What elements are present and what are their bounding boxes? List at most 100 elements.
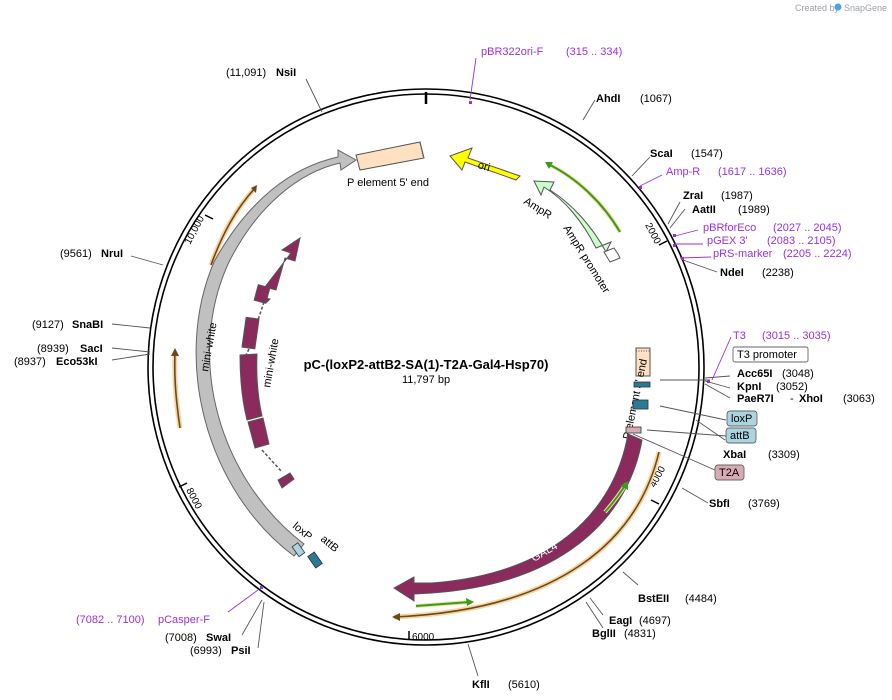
site-position: (2238) [762,267,794,279]
site-bglii[interactable]: BglII (4831) [592,628,656,640]
site-name: XhoI [799,393,823,405]
primer-marks [260,101,710,589]
site-name: Eco53kI [56,356,98,368]
site-name: PaeR7I [737,393,774,405]
site-sbfi[interactable]: SbfI (3769) [709,498,780,510]
primer-pbrforeco[interactable]: pBRforEco (2027 .. 2045) [703,222,842,234]
arrowhead [392,613,400,621]
site-position: (1987) [721,190,753,202]
site-position: (1547) [691,148,723,160]
site-name: NdeI [720,267,744,279]
site-nrui[interactable]: (9561) NruI [60,248,123,260]
primer-pcasper-f[interactable]: (7082 .. 7100) pCasper-F [76,614,210,626]
site-position: (4484) [685,593,717,605]
feature-t2a-box[interactable] [625,426,642,434]
site-name: SnaBI [72,319,103,331]
site-acc65i[interactable]: Acc65I (3048) [737,368,814,380]
primer-name: pGEX 3' [707,235,748,247]
primer-range: (7082 .. 7100) [76,614,145,626]
site-paer7i-xhoi[interactable]: PaeR7I - XhoI (3063) [737,393,875,405]
site-eco53ki[interactable]: (8937) Eco53kI [14,356,98,368]
credit-text: Created by [795,3,840,13]
primer-range: (3015 .. 3035) [762,330,831,342]
feature-label: ori [476,159,491,174]
arrowhead [171,348,179,356]
site-name: ZraI [683,190,703,202]
site-nsii[interactable]: (11,091) NsiI [226,67,296,79]
primer-t3[interactable]: T3 (3015 .. 3035) [733,330,831,342]
feature-label: mini-white [261,338,281,389]
primer-range: (2027 .. 2045) [773,222,842,234]
site-position: (9127) [32,319,64,331]
site-position: (3769) [748,498,780,510]
primer-name: pCasper-F [158,614,210,626]
feature-ampr[interactable]: AmpR [521,180,613,254]
site-position: (1989) [738,204,770,216]
tick-6000: 6000 [408,631,435,643]
site-xbai[interactable]: XbaI (3309) [723,449,800,461]
orange-arrow-left[interactable] [173,351,181,429]
tick-2000: 2000 [642,221,668,246]
feature-mcs-box[interactable] [633,381,651,388]
site-psii[interactable]: (6993) PsiI [190,645,251,657]
primer-pgex-3[interactable]: pGEX 3' (2083 .. 2105) [707,235,836,247]
site-name: Acc65I [737,368,772,380]
site-name: KpnI [737,381,761,393]
arrowhead [466,598,474,606]
box-label: T2A [719,467,740,479]
label-box-loxp[interactable]: loxP [726,410,758,427]
orange-arrow-upper[interactable] [210,187,256,266]
feature-label: P element 5' end [347,177,429,189]
primer-amp-r[interactable]: Amp-R (1617 .. 1636) [666,166,787,178]
label-box-attb[interactable]: attB [725,427,757,444]
site-ndei[interactable]: NdeI (2238) [720,267,794,279]
site-position: (3309) [768,449,800,461]
site-saci[interactable]: (8939) SacI [37,343,103,355]
label-box-t3-promoter[interactable]: T3 promoter [732,346,809,363]
site-position: (1067) [640,93,672,105]
snapgene-logo-icon [834,3,842,11]
site-zrai[interactable]: ZraI (1987) [683,190,753,202]
site-eagi[interactable]: EagI (4697) [609,615,671,627]
site-kpni[interactable]: KpnI (3052) [737,381,808,393]
label-box-t2a[interactable]: T2A [714,464,745,481]
green-arrow-ampr[interactable] [547,163,621,233]
site-position: (5610) [508,679,540,691]
plasmid-title: pC-(loxP2-attB2-SA(1)-T2A-Gal4-Hsp70) [304,357,549,372]
site-name: BstEII [638,593,669,605]
feature-mini-white-exons[interactable]: mini-white [239,236,301,489]
primer-prs-marker[interactable]: pRS-marker (2205 .. 2224) [713,248,852,260]
site-bsteii[interactable]: BstEII (4484) [638,593,717,605]
site-leader-lines [111,78,731,677]
site-position: (3048) [782,368,814,380]
box-label: attB [730,430,750,442]
credit-brand: SnapGene [844,3,887,13]
site-name: SacI [80,343,103,355]
orange-arrow-long[interactable] [393,451,660,618]
site-ahdi[interactable]: AhdI (1067) [596,93,672,105]
site-snabi[interactable]: (9127) SnaBI [32,319,103,331]
feature-ori[interactable]: ori [449,147,521,181]
primer-range: (1617 .. 1636) [718,166,787,178]
site-kfli[interactable]: KflI (5610) [472,679,540,691]
site-name: SwaI [206,632,231,644]
site-name: NsiI [276,67,296,79]
arrowhead [545,162,553,169]
site-aatii[interactable]: AatII (1989) [692,204,770,216]
site-scai[interactable]: ScaI (1547) [650,148,723,160]
site-position: (4831) [624,628,656,640]
feature-loxp-small[interactable] [291,542,306,558]
primer-pbr322ori-f[interactable]: pBR322ori-F (315 .. 334) [481,46,622,58]
feature-gal4[interactable]: GAL4 [393,433,643,602]
site-position: (8939) [37,343,69,355]
feature-loxp-box[interactable] [632,399,649,410]
feature-attb-small[interactable] [307,551,323,569]
primer-leader-lines [227,57,732,613]
site-swai[interactable]: (7008) SwaI [165,632,231,644]
site-position: (3052) [776,381,808,393]
site-name: EagI [609,615,632,627]
green-arrow-bottom[interactable] [415,601,471,607]
site-position: (6993) [190,645,222,657]
feature-p-element-5-end[interactable]: P element 5' end [347,141,429,189]
site-name: XbaI [723,449,746,461]
